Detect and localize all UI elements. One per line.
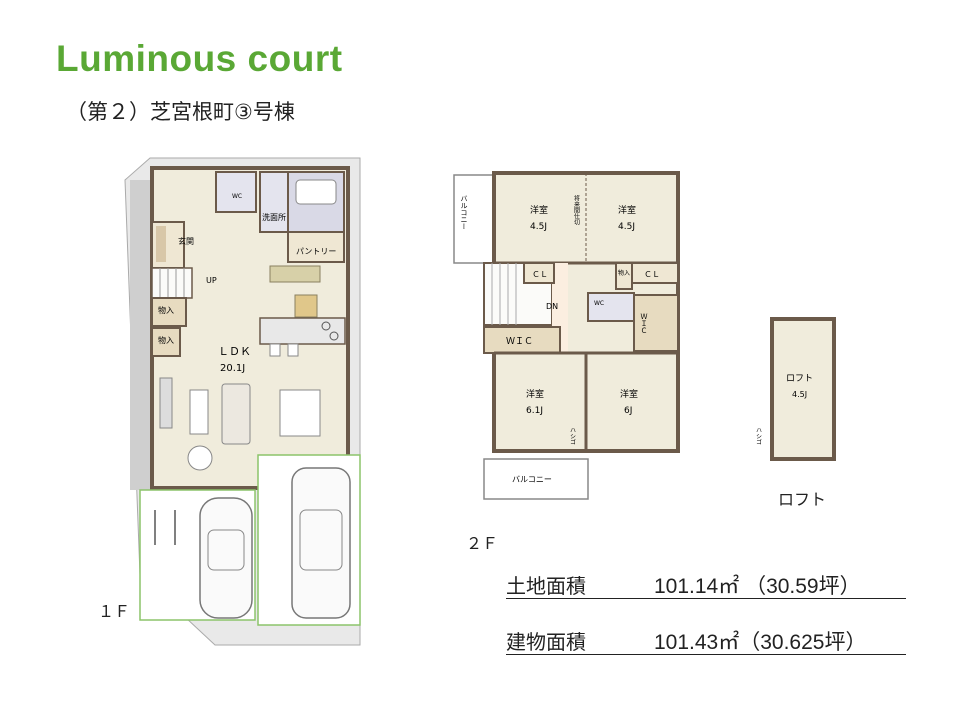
label-ldk-size: 20.1J <box>220 363 245 374</box>
label-room-a: 洋室 <box>530 204 548 216</box>
floor-label-loft: ロフト <box>778 490 827 509</box>
land-area-label: 土地面積 <box>506 574 586 598</box>
label-pantry: パントリー <box>296 247 336 256</box>
label-room-d: 洋室 <box>620 388 638 400</box>
label-wc-1f: WC <box>232 193 242 200</box>
label-loft-room: ロフト <box>786 374 813 384</box>
label-entrance: 玄関 <box>178 236 194 246</box>
label-balcony-bottom: バルコニー <box>512 475 552 484</box>
label-wic-2: ＷＩＣ <box>640 313 648 334</box>
label-storage-2: 物入 <box>158 335 174 345</box>
label-partition: 将来間仕切 <box>573 194 580 226</box>
property-name: （第２）芝宮根町③号棟 <box>66 100 295 124</box>
label-room-d-size: 6J <box>624 406 632 416</box>
label-hashigo-loft: ハシゴ <box>755 427 762 445</box>
label-loft-size: 4.5J <box>792 390 807 399</box>
land-area-value: 101.14㎡ （30.59坪） <box>654 575 861 598</box>
building-area-row: 建物面積 101.43㎡（30.625坪） <box>506 626 906 655</box>
floor-plan-loft: ロフト 4.5J ハシゴ <box>755 317 836 461</box>
label-room-c: 洋室 <box>526 388 544 400</box>
floor-label-1f: １Ｆ <box>98 602 131 621</box>
label-balcony-left: バルコニー <box>460 195 468 230</box>
label-hashigo-2f: ハシゴ <box>569 427 576 445</box>
label-wic-1: ＷＩＣ <box>506 337 533 347</box>
label-washroom: 洗面所 <box>262 212 286 222</box>
label-ldk: ＬＤＫ <box>218 345 251 358</box>
land-area-row: 土地面積 101.14㎡ （30.59坪） <box>506 570 906 599</box>
label-storage-1: 物入 <box>158 305 174 315</box>
label-room-c-size: 6.1J <box>526 406 543 416</box>
label-cl-2: ＣＬ <box>644 270 660 279</box>
label-wc-2f: WC <box>594 300 604 307</box>
label-dn: DN <box>546 302 558 311</box>
building-area-label: 建物面積 <box>506 630 586 654</box>
floor-plan-1f: 玄関 UP WC 洗面所 パントリー 物入 物入 ＬＤＫ 20.1J <box>124 157 361 646</box>
label-up: UP <box>206 276 217 285</box>
floor-plan-2f: バルコニー 洋室 4.5J 洋室 4.5J 将来間仕切 ＣＬ ＣＬ 物入 DN … <box>453 171 680 500</box>
label-room-b: 洋室 <box>618 204 636 216</box>
label-room-b-size: 4.5J <box>618 222 635 232</box>
floor-label-2f: ２Ｆ <box>466 534 499 553</box>
label-storage-2f: 物入 <box>618 269 630 277</box>
label-cl-1: ＣＬ <box>532 270 548 279</box>
label-room-a-size: 4.5J <box>530 222 547 232</box>
page-title: Luminous court <box>56 38 343 79</box>
building-area-value: 101.43㎡（30.625坪） <box>654 631 867 654</box>
